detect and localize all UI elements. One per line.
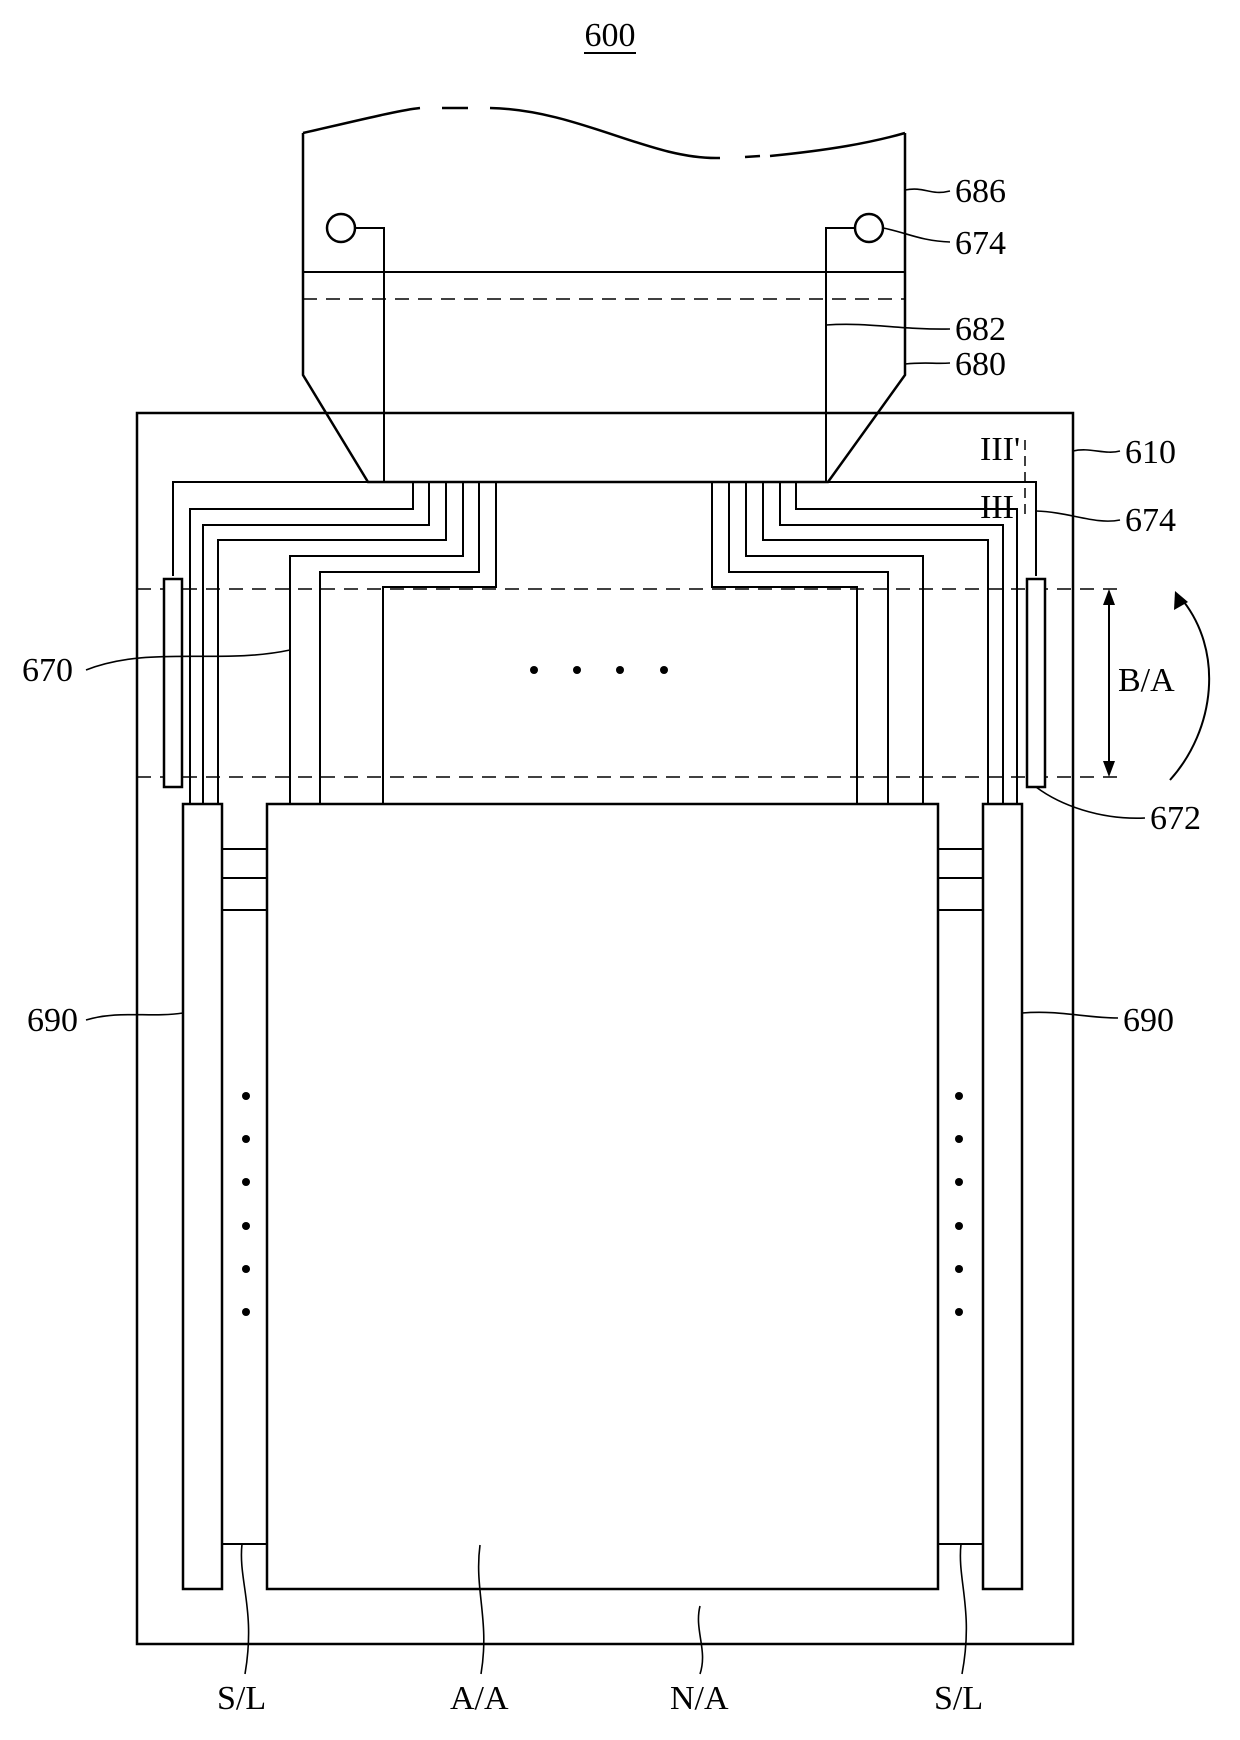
label-672: 672 (1150, 800, 1201, 837)
label-sl-left: S/L (217, 1680, 266, 1717)
label-non-active-area: N/A (670, 1680, 729, 1717)
leader-672 (1036, 787, 1145, 818)
ellipsis-vertical-left (242, 1092, 250, 1316)
pad-circle-left (327, 214, 355, 242)
label-690-right: 690 (1123, 1002, 1174, 1039)
label-active-area: A/A (450, 1680, 509, 1717)
flexible-film-outline (303, 108, 905, 482)
leader-682 (826, 324, 950, 329)
driver-circuit-left (183, 804, 222, 1589)
film-break-top-2 (745, 156, 760, 157)
figure-number: 600 (585, 17, 636, 54)
leader-sl-right (960, 1544, 966, 1674)
crack-sensor-left (164, 579, 182, 787)
leader-690-right (1022, 1012, 1118, 1018)
leader-610 (1073, 450, 1120, 452)
inner-line-left (353, 228, 384, 482)
leader-na (698, 1606, 702, 1674)
pad-circle-right (855, 214, 883, 242)
active-area (267, 804, 938, 1589)
label-section-bottom: III (980, 489, 1014, 526)
label-670: 670 (22, 652, 73, 689)
bending-area-arrow (1103, 589, 1115, 777)
crack-sensor-right (1027, 579, 1045, 787)
label-674-top: 674 (955, 225, 1006, 262)
wiring-ellipsis-horizontal (530, 666, 668, 674)
leader-680 (905, 363, 950, 364)
label-690-left: 690 (27, 1002, 78, 1039)
ellipsis-vertical-right (955, 1092, 963, 1316)
leader-sl-left (241, 1544, 248, 1674)
label-bending-area: B/A (1118, 662, 1175, 699)
label-610: 610 (1125, 434, 1176, 471)
wiring-right (712, 482, 1036, 804)
leader-674-side (1036, 511, 1120, 521)
label-680: 680 (955, 346, 1006, 383)
bending-direction-arrow (1170, 591, 1209, 780)
wiring-left (173, 482, 496, 804)
label-682: 682 (955, 311, 1006, 348)
leader-690-left (86, 1013, 183, 1020)
inner-line-right (826, 228, 858, 482)
leader-670 (86, 650, 290, 670)
leader-686 (905, 189, 950, 192)
label-section-top: III' (980, 431, 1020, 468)
leader-674-top (883, 228, 950, 242)
driver-circuit-right (983, 804, 1022, 1589)
label-686: 686 (955, 173, 1006, 210)
label-sl-right: S/L (934, 1680, 983, 1717)
label-674-side: 674 (1125, 502, 1176, 539)
